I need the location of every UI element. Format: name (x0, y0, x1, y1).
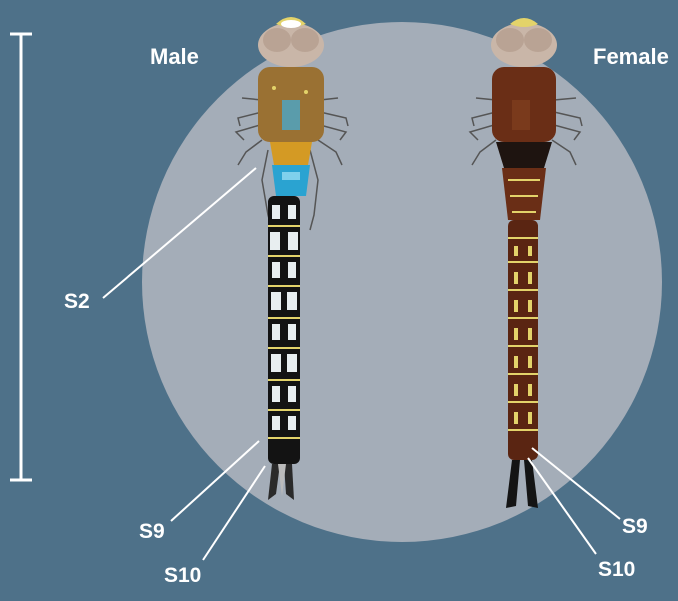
male-label: Male (150, 44, 199, 70)
female-s10-label: S10 (598, 558, 635, 582)
female-label: Female (593, 44, 669, 70)
female-s9-label: S9 (622, 515, 648, 539)
scale-bar (10, 34, 32, 480)
male-s9-label: S9 (139, 520, 165, 544)
male-s2-label: S2 (64, 290, 90, 314)
male-s10-label: S10 (164, 564, 201, 588)
background-circle (142, 22, 662, 542)
